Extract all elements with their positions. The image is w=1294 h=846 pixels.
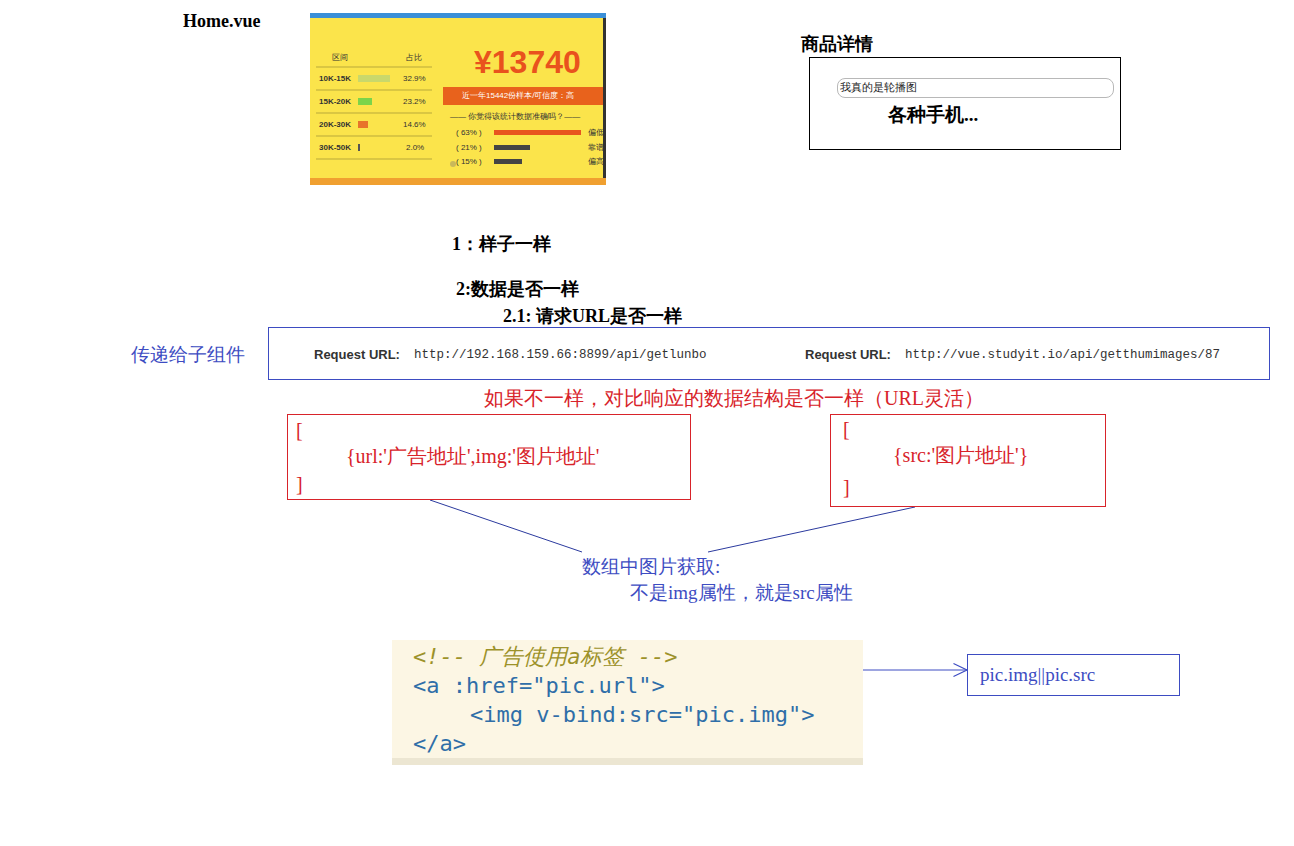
vote-bar <box>494 130 581 135</box>
conclusion-line: 数组中图片获取: <box>582 556 720 578</box>
table-rules <box>316 67 432 159</box>
vote-percent: ( 15% ) <box>456 157 482 167</box>
share-bar <box>358 98 372 105</box>
page-mockup: 商品详情各种手机...我真的是轮播图 <box>809 57 1121 150</box>
table-header: 区间 <box>332 53 348 63</box>
connector <box>430 500 582 552</box>
code-comment: <!-- 广告使用a标签 --> <box>413 642 677 671</box>
code-line: <a :href="pic.url"> <box>413 671 665 700</box>
vote-option: 偏低 <box>588 128 604 138</box>
sample-band <box>443 87 603 105</box>
percent-cell: 23.2% <box>403 97 426 107</box>
conclusion-line: 不是img属性，就是src属性 <box>630 582 853 604</box>
conclusion-text: 数组中图片获取: 不是img属性，就是src属性 <box>580 552 910 608</box>
step-note: 2.1: 请求URL是否一样 <box>503 305 682 327</box>
data-box: [ {src:'图片地址'}] <box>830 414 1106 507</box>
code-block: <!-- 广告使用a标签 --><a :href="pic.url"><img … <box>392 640 863 765</box>
range-cell: 15K-20K <box>319 97 351 107</box>
bracket: [ <box>843 417 850 441</box>
vote-percent: ( 21% ) <box>456 143 482 153</box>
screenshot-ground <box>310 13 606 185</box>
bracket: ] <box>843 475 850 499</box>
request-key: Request URL: <box>805 347 891 363</box>
vote-option: 靠谱 <box>588 143 604 153</box>
comparison-note: 如果不一样，对比响应的数据结构是否一样（URL灵活） <box>484 386 984 410</box>
vote-percent: ( 63% ) <box>456 128 482 138</box>
percent-cell: 2.0% <box>406 143 424 153</box>
range-cell: 30K-50K <box>319 143 351 153</box>
screenshot-bottom-band <box>310 178 606 185</box>
range-cell: 20K-30K <box>319 120 351 130</box>
pager-dot <box>450 161 456 167</box>
table-header: 占比 <box>406 53 422 63</box>
arrow-head <box>953 663 967 676</box>
request-key: Request URL: <box>314 347 400 363</box>
price-figure: ¥13740 <box>474 44 581 80</box>
bracket: [ <box>296 418 303 442</box>
share-bar <box>358 144 360 151</box>
connector <box>708 507 915 552</box>
code-line: </a> <box>413 729 466 758</box>
screenshot <box>310 13 606 185</box>
request-url: http://vue.studyit.io/api/getthumimages/… <box>905 347 1220 363</box>
mockup-text: 各种手机... <box>888 104 978 126</box>
data-box: [ {url:'广告地址',img:'图片地址'] <box>287 414 691 500</box>
request-url: http://192.168.159.66:8899/api/getlunbo <box>414 347 707 363</box>
screenshot-top-band <box>310 13 606 18</box>
connector-line <box>708 507 915 552</box>
carousel-bar: 我真的是轮播图 <box>837 78 1114 98</box>
data-item: {url:'广告地址',img:'图片地址' <box>346 444 599 468</box>
side-label: 传递给子组件 <box>131 344 245 366</box>
share-bar <box>358 121 368 128</box>
percent-cell: 14.6% <box>403 120 426 130</box>
code-line: <img v-bind:src="pic.img"> <box>470 700 814 729</box>
expression-box: pic.img||pic.src <box>967 654 1180 696</box>
connector-line <box>430 500 582 552</box>
expression-text: pic.img||pic.src <box>980 664 1095 686</box>
percent-cell: 32.9% <box>403 74 426 84</box>
connector <box>863 663 967 676</box>
range-cell: 10K-15K <box>319 74 351 84</box>
file-name: Home.vue <box>183 10 260 32</box>
sample-note: 近一年15442份样本/可信度：高 <box>462 91 574 101</box>
connector-line <box>863 670 967 671</box>
vote-bar <box>494 159 522 164</box>
carousel-text: 我真的是轮播图 <box>840 80 917 94</box>
data-item: {src:'图片地址'} <box>893 443 1028 467</box>
vote-option: 偏高 <box>588 157 604 167</box>
bracket: ] <box>296 472 303 496</box>
vote-bar <box>494 145 530 150</box>
page-heading: 商品详情 <box>801 33 873 55</box>
screenshot-edge <box>603 18 606 178</box>
survey-question: —— 你觉得该统计数据准确吗？—— <box>450 112 580 122</box>
step-note: 2:数据是否一样 <box>456 278 579 300</box>
request-box: 传递给子组件Request URL:http://192.168.159.66:… <box>268 327 1270 380</box>
step-note: 1：样子一样 <box>452 233 551 255</box>
share-bar <box>358 75 390 82</box>
